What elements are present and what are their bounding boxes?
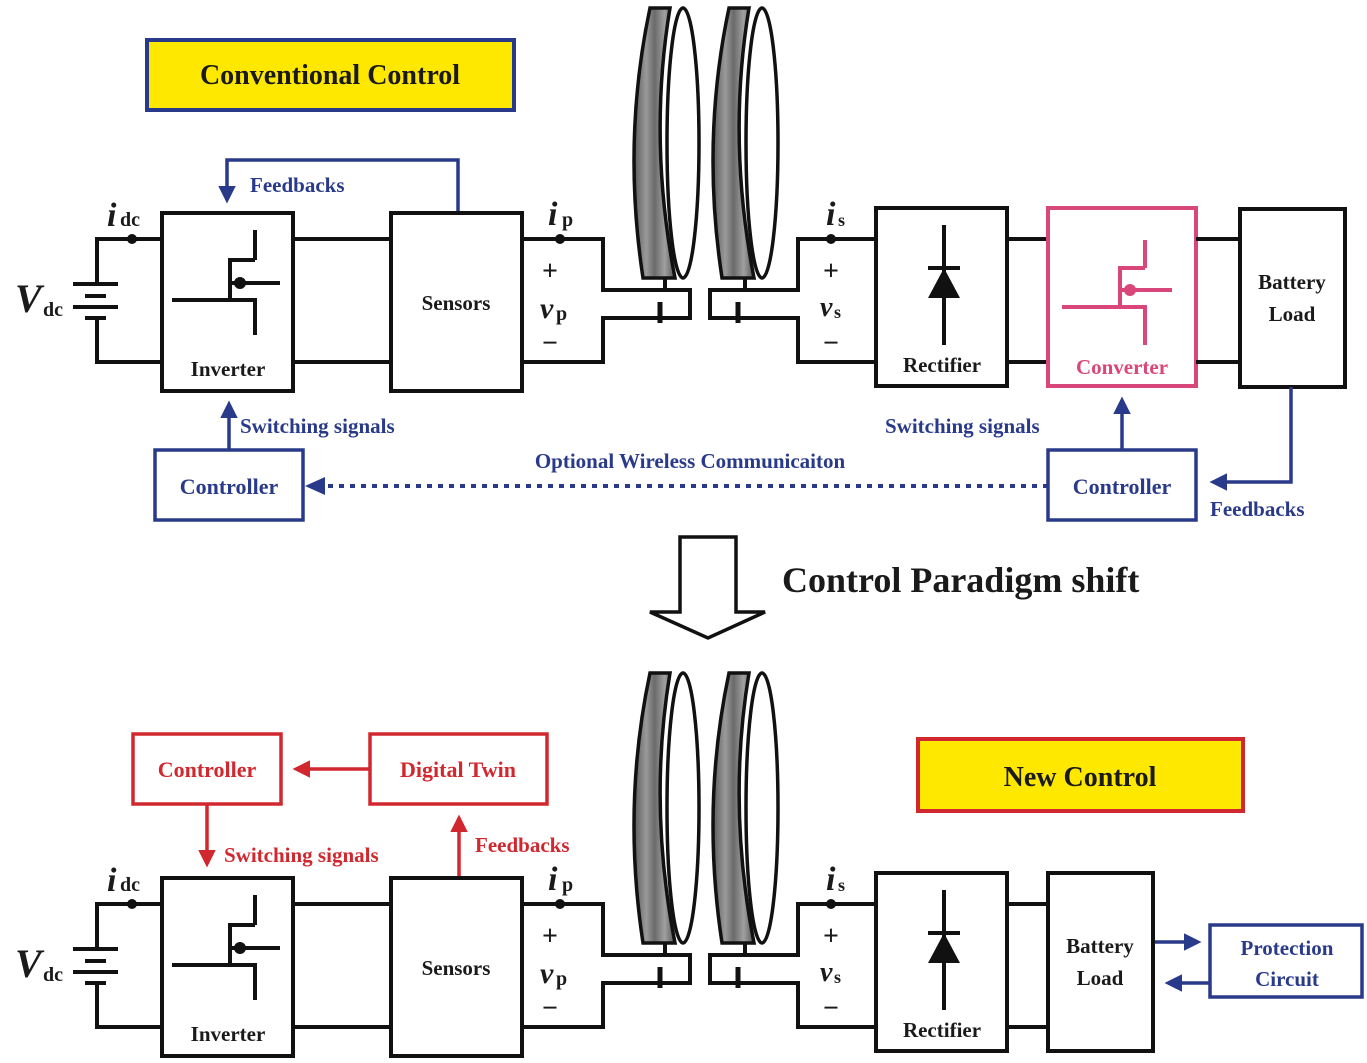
digital-twin-label: Digital Twin xyxy=(400,757,516,782)
bottom-rectifier-block: Rectifier xyxy=(874,871,1009,1053)
mosfet-icon xyxy=(172,230,280,335)
bottom-controller-label: Controller xyxy=(158,757,257,782)
svg-text:s: s xyxy=(834,967,841,987)
inverter-label: Inverter xyxy=(191,357,266,381)
vdc-symbol: V xyxy=(15,276,45,321)
top-dc-source: V dc i dc xyxy=(15,197,162,364)
bottom-controller-box: Controller xyxy=(131,732,283,806)
svg-text:i: i xyxy=(107,862,117,899)
top-left-controller-box: Controller xyxy=(153,448,305,522)
diode-icon xyxy=(928,890,960,1010)
bottom-feedback-path: Feedbacks xyxy=(450,814,570,878)
svg-text:−: − xyxy=(542,328,558,359)
wireless-link: Optional Wireless Communicaiton xyxy=(305,449,1048,495)
bottom-battery-load-block: Battery Load xyxy=(1046,871,1155,1053)
svg-text:−: − xyxy=(823,328,839,359)
bottom-coupling-coils xyxy=(632,671,780,955)
battery-protection-links xyxy=(1155,933,1210,992)
svg-text:v: v xyxy=(540,292,554,325)
bottom-sensors-block: Sensors xyxy=(389,876,524,1058)
top-sensors-block: Sensors xyxy=(389,211,524,393)
conventional-title-box: Conventional Control xyxy=(145,38,516,112)
top-left-controller-path: Switching signals xyxy=(220,400,395,450)
svg-text:i: i xyxy=(548,861,558,898)
svg-text:Sensors: Sensors xyxy=(422,956,491,980)
svg-text:+: + xyxy=(542,256,558,287)
svg-text:v: v xyxy=(820,957,833,988)
mosfet-icon xyxy=(172,895,280,1000)
svg-text:+: + xyxy=(823,256,839,287)
top-feedback-right-label: Feedbacks xyxy=(1210,497,1305,521)
svg-text:Load: Load xyxy=(1077,966,1124,990)
svg-text:Battery: Battery xyxy=(1258,270,1326,294)
svg-text:i: i xyxy=(548,196,558,233)
svg-text:p: p xyxy=(562,874,573,896)
top-right-controller-path: Switching signals xyxy=(885,396,1131,450)
top-secondary-port: i s + v s − xyxy=(708,196,876,364)
svg-text:−: − xyxy=(542,993,558,1024)
svg-text:+: + xyxy=(542,921,558,952)
bottom-inverter-block: Inverter xyxy=(160,876,295,1058)
svg-text:s: s xyxy=(838,210,845,230)
svg-text:i: i xyxy=(826,196,836,233)
top-rectifier-block: Rectifier xyxy=(874,206,1009,388)
svg-text:Battery: Battery xyxy=(1066,934,1134,958)
top-battery-load-block: Battery Load xyxy=(1238,207,1347,389)
top-feedback-label: Feedbacks xyxy=(250,173,345,197)
top-controller-right-label: Controller xyxy=(1073,474,1172,499)
svg-text:Load: Load xyxy=(1269,302,1316,326)
wireless-label: Optional Wireless Communicaiton xyxy=(535,449,846,473)
bottom-primary-port: i p + v p − xyxy=(522,861,692,1029)
svg-text:v: v xyxy=(820,292,833,323)
svg-text:+: + xyxy=(823,921,839,952)
sensors-label: Sensors xyxy=(422,291,491,315)
new-control-title: New Control xyxy=(1004,762,1157,793)
top-controller-left-label: Controller xyxy=(180,474,279,499)
diode-icon xyxy=(928,225,960,345)
svg-text:s: s xyxy=(834,302,841,322)
svg-text:dc: dc xyxy=(120,209,140,231)
svg-text:Circuit: Circuit xyxy=(1255,967,1319,991)
svg-text:p: p xyxy=(556,303,567,325)
bottom-feedback-label: Feedbacks xyxy=(475,833,570,857)
svg-text:v: v xyxy=(540,957,554,990)
bottom-switching-label: Switching signals xyxy=(224,843,379,867)
svg-text:Protection: Protection xyxy=(1241,936,1334,960)
svg-text:i: i xyxy=(826,861,836,898)
bottom-secondary-port: i s + v s − xyxy=(708,861,876,1029)
top-switching-left-label: Switching signals xyxy=(240,414,395,438)
svg-text:Inverter: Inverter xyxy=(191,1022,266,1046)
new-title-box: New Control xyxy=(916,737,1245,813)
bottom-switching-path: Switching signals xyxy=(198,804,379,868)
svg-text:dc: dc xyxy=(43,299,63,321)
top-coupling-coils xyxy=(632,6,780,290)
svg-text:V: V xyxy=(15,941,45,986)
paradigm-shift-label: Control Paradigm shift xyxy=(782,560,1139,600)
idc-symbol: i xyxy=(107,197,117,234)
svg-text:p: p xyxy=(556,968,567,990)
svg-text:−: − xyxy=(823,993,839,1024)
converter-label: Converter xyxy=(1076,355,1168,379)
top-right-controller-box: Controller xyxy=(1046,448,1198,522)
paradigm-shift-arrow-icon xyxy=(649,535,766,640)
svg-text:p: p xyxy=(562,209,573,231)
rectifier-label: Rectifier xyxy=(903,353,981,377)
top-feedback-loop: Feedbacks xyxy=(218,158,460,212)
protection-circuit-box: Protection Circuit xyxy=(1208,923,1364,999)
svg-text:s: s xyxy=(838,875,845,895)
top-switching-right-label: Switching signals xyxy=(885,414,1040,438)
top-inverter-block: Inverter xyxy=(160,211,295,393)
svg-text:Rectifier: Rectifier xyxy=(903,1018,981,1042)
top-right-feedback: Feedbacks xyxy=(1209,387,1305,521)
svg-text:dc: dc xyxy=(120,874,140,896)
conventional-title: Conventional Control xyxy=(200,60,460,91)
top-converter-block: Converter xyxy=(1046,206,1198,388)
top-primary-port: i p + v p − xyxy=(522,196,692,364)
converter-mosfet-icon xyxy=(1062,240,1172,345)
bottom-digital-twin-box: Digital Twin xyxy=(368,732,549,806)
svg-text:dc: dc xyxy=(43,964,63,986)
bottom-dc-source: V dc i dc xyxy=(15,862,162,1029)
